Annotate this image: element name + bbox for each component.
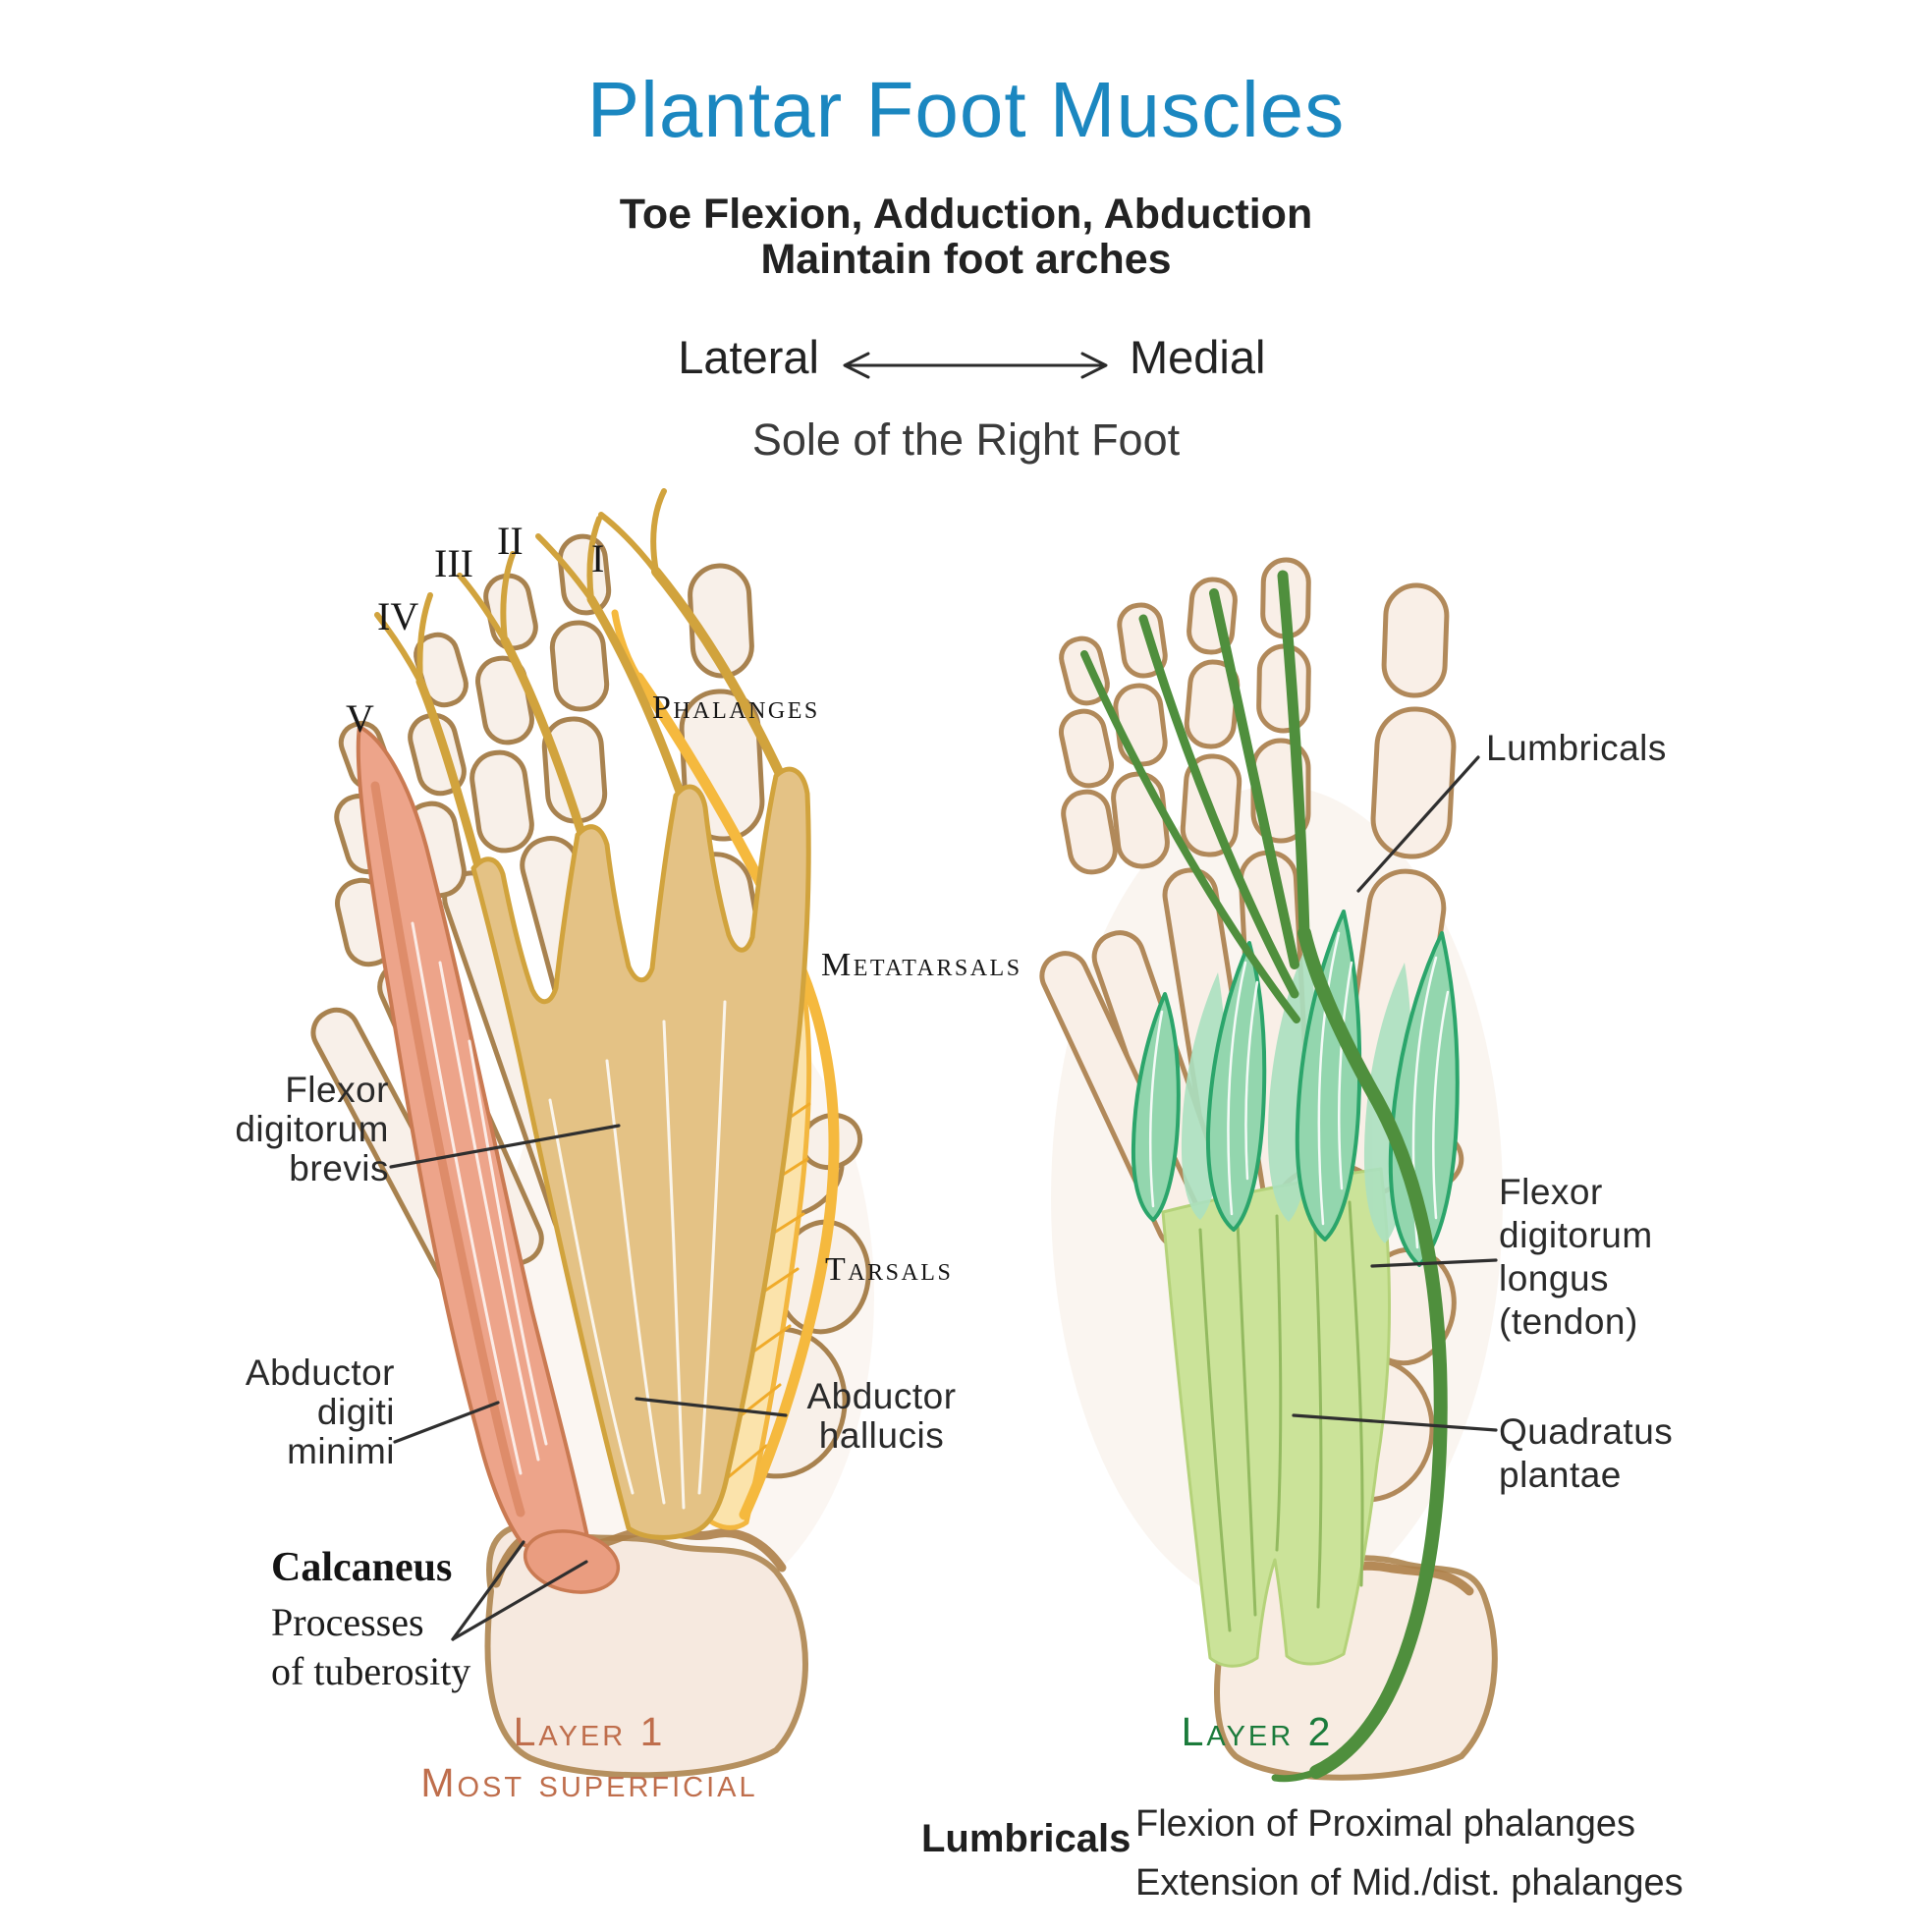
- tarsals-label: Tarsals: [825, 1251, 954, 1288]
- abductor-digiti-minimi-label: Abductor digiti minimi: [167, 1353, 395, 1471]
- flexor-digitorum-longus-label: Flexor digitorum longus (tendon): [1499, 1171, 1653, 1344]
- toe-numeral-v: V: [346, 696, 374, 741]
- layer1-caption-sub: Most superficial: [420, 1760, 758, 1805]
- abductor-digiti-minimi-muscle: [356, 725, 621, 1594]
- ah-line-1: Abductor: [806, 1376, 957, 1416]
- adm-line-1: Abductor: [245, 1352, 395, 1393]
- calcaneus-sub-line-1: Processes: [271, 1600, 424, 1644]
- metatarsals-label: Metatarsals: [821, 947, 1022, 983]
- toe-numeral-i: I: [591, 536, 605, 580]
- footnote-term: Lumbricals: [921, 1817, 1132, 1860]
- calcaneus-label: Calcaneus: [271, 1545, 453, 1590]
- fdl-line-3: longus: [1499, 1258, 1610, 1298]
- lateral-medial-arrow: [843, 352, 1108, 379]
- fdb-line-3: brevis: [289, 1148, 389, 1188]
- footnote-line-2: Extension of Mid./dist. phalanges: [1135, 1862, 1684, 1904]
- adm-line-3: minimi: [287, 1431, 395, 1471]
- lumbricals-muscles: [1131, 910, 1460, 1267]
- subtitle-line-2: Maintain foot arches: [760, 236, 1172, 283]
- flexor-digitorum-longus-tendon: [1080, 570, 1448, 1783]
- fdb-line-2: digitorum: [235, 1109, 389, 1149]
- ah-line-2: hallucis: [818, 1415, 945, 1456]
- subtitle-line-1: Toe Flexion, Adduction, Abduction: [619, 191, 1313, 238]
- fdl-line-1: Flexor: [1499, 1172, 1603, 1212]
- left-foot-illustration: [310, 488, 874, 1779]
- lumbricals-label: Lumbricals: [1486, 728, 1667, 768]
- fdl-line-2: digitorum: [1499, 1215, 1653, 1255]
- phalanges-label: Phalanges: [652, 690, 820, 726]
- right-foot-illustration: [1039, 557, 1503, 1783]
- layer2-caption: Layer 2: [1181, 1709, 1334, 1754]
- quadratus-plantae-label: Quadratus plantae: [1499, 1410, 1673, 1497]
- medial-label: Medial: [1130, 331, 1266, 383]
- lateral-label: Lateral: [678, 331, 819, 383]
- fdl-line-4: (tendon): [1499, 1301, 1638, 1342]
- flexor-digitorum-brevis-label: Flexor digitorum brevis: [157, 1071, 389, 1188]
- leader-lines: [389, 755, 1498, 1641]
- calcaneus-sub-line-2: of tuberosity: [271, 1649, 471, 1693]
- toe-numeral-iii: III: [434, 541, 473, 585]
- adm-line-2: digiti: [316, 1392, 395, 1432]
- qp-line-1: Quadratus: [1499, 1411, 1674, 1452]
- page-title: Plantar Foot Muscles: [586, 66, 1346, 153]
- view-caption: Sole of the Right Foot: [751, 414, 1181, 465]
- qp-line-2: plantae: [1499, 1455, 1622, 1495]
- fdb-line-1: Flexor: [285, 1070, 389, 1110]
- toe-numeral-ii: II: [497, 519, 524, 563]
- footnote-line-1: Flexion of Proximal phalanges: [1135, 1803, 1636, 1845]
- toe-numeral-iv: IV: [377, 594, 419, 638]
- abductor-hallucis-label: Abductor hallucis: [786, 1377, 977, 1456]
- layer1-caption: Layer 1: [513, 1709, 666, 1754]
